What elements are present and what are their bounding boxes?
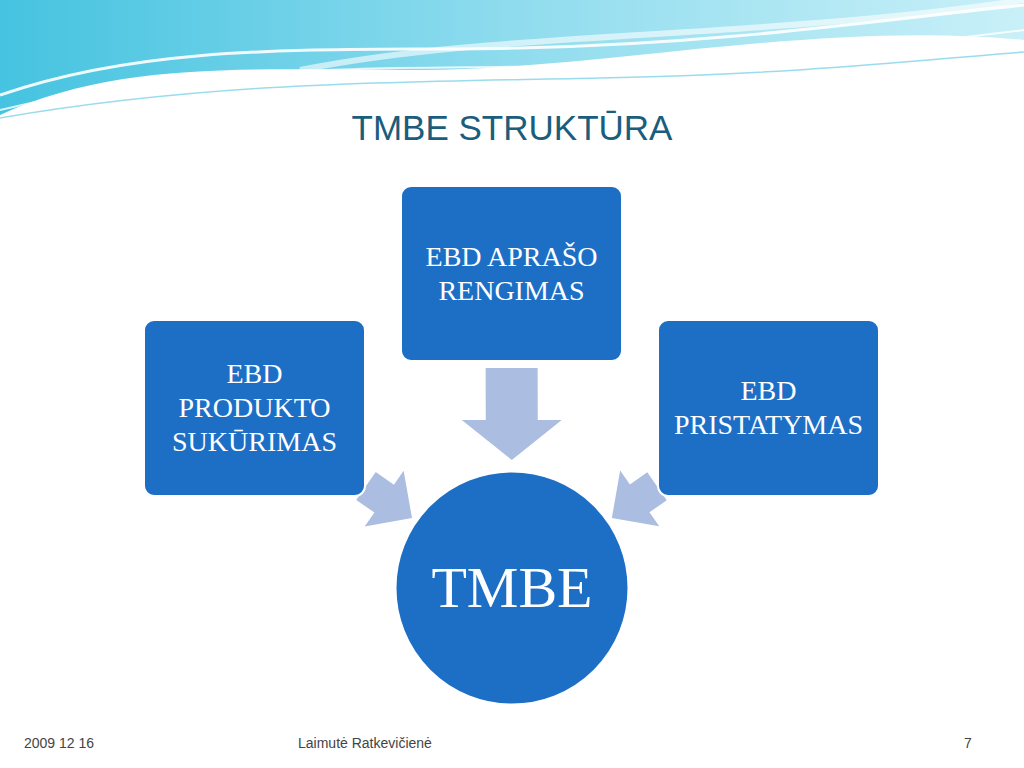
block-arrow xyxy=(462,368,562,460)
process-box: EBD APRAŠO RENGIMAS xyxy=(400,185,623,362)
core-circle: TMBE xyxy=(394,470,630,706)
node-label: EBD PRISTATYMAS xyxy=(663,374,874,442)
process-box: EBD PRODUKTO SUKŪRIMAS xyxy=(143,319,366,497)
slide-title: TMBE STRUKTŪRA xyxy=(0,108,1024,148)
node-label: EBD APRAŠO RENGIMAS xyxy=(406,240,617,308)
footer-text: Laimutė Ratkevičienė xyxy=(298,735,432,751)
wave-line xyxy=(300,0,1024,70)
footer-text: 2009 12 16 xyxy=(24,735,94,751)
node-label: EBD PRODUKTO SUKŪRIMAS xyxy=(149,357,360,459)
circle-shape xyxy=(396,472,629,705)
footer-text: 7 xyxy=(964,735,972,751)
node-label: TMBE xyxy=(431,556,592,620)
process-box: EBD PRISTATYMAS xyxy=(657,319,880,497)
